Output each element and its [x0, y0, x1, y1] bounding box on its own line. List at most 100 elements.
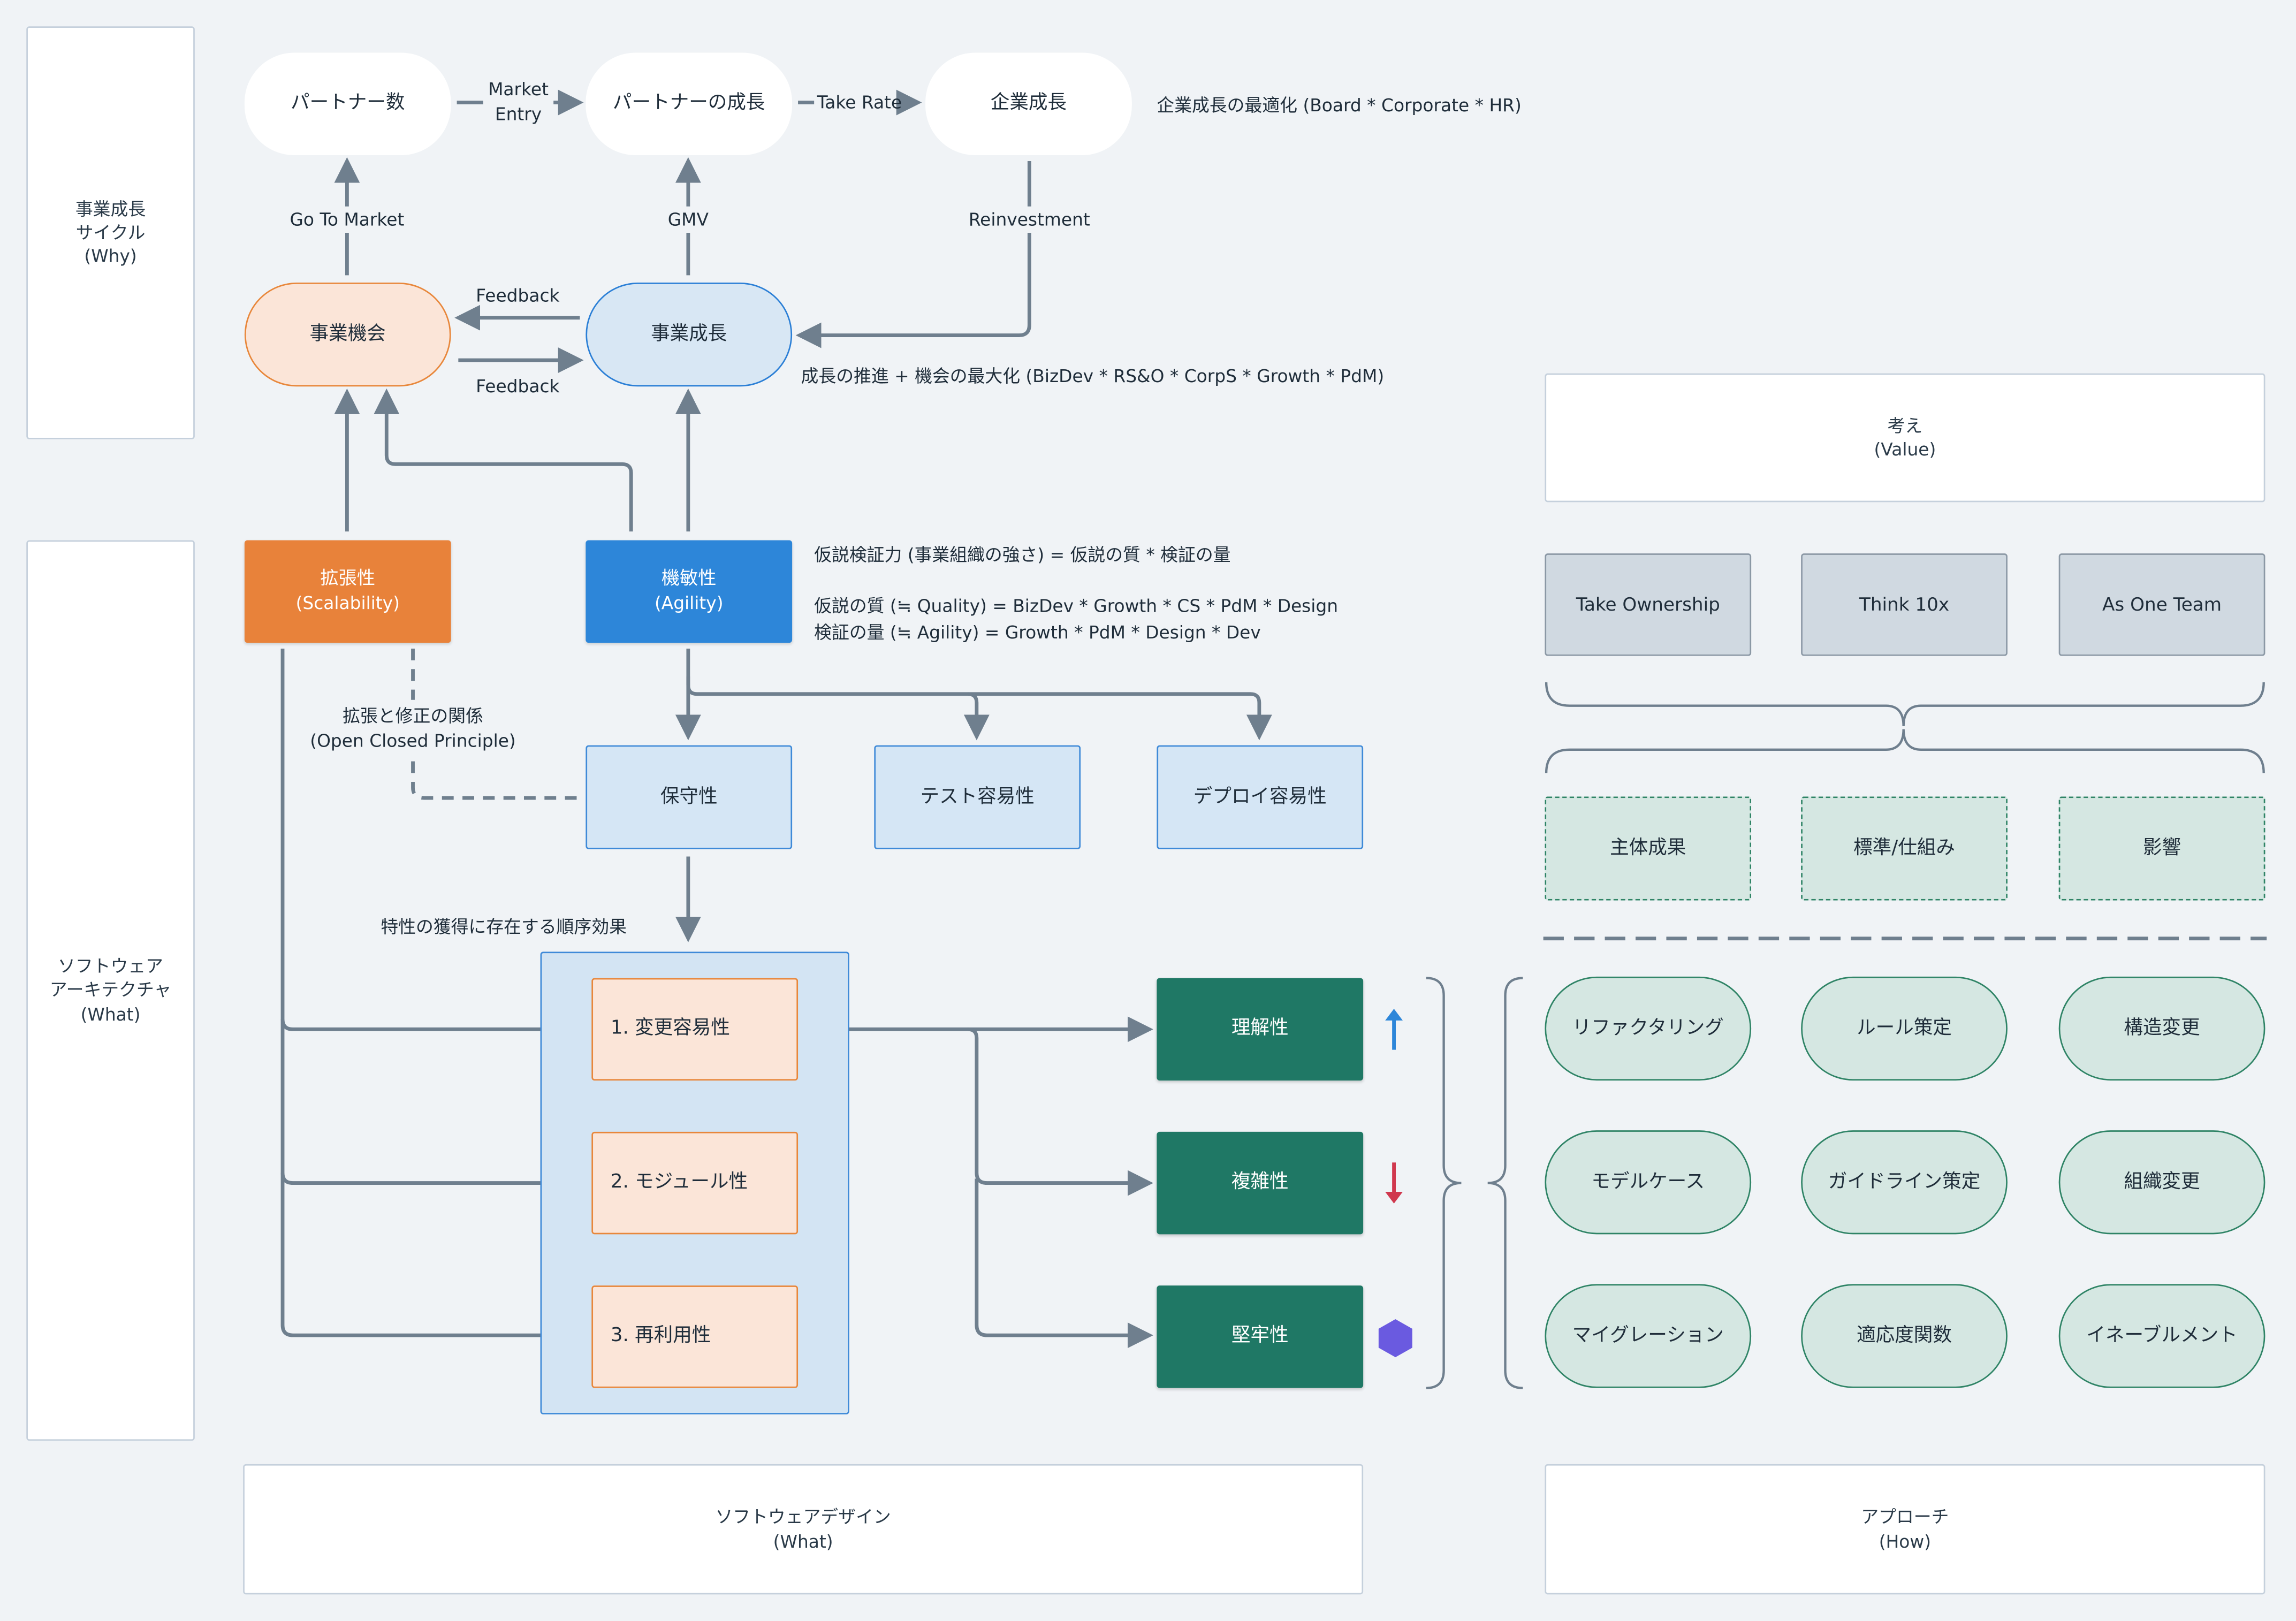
testability-label: テスト容易性 [920, 786, 1035, 808]
maintainability-label: 保守性 [660, 786, 718, 808]
outcome-impact-label: 影響 [2142, 837, 2181, 859]
approach-fitness-function: 適応度関数 [1801, 1284, 2008, 1388]
reusability-label: 3. 再利用性 [610, 1325, 711, 1348]
go-to-market-label: Go To Market [290, 209, 405, 230]
value-think-10x: Think 10x [1801, 553, 2008, 656]
testability-node: テスト容易性 [874, 745, 1081, 849]
outcome-impact: 影響 [2058, 796, 2265, 901]
changeability-label: 1. 変更容易性 [610, 1018, 730, 1040]
complexity-node: 複雑性 [1157, 1131, 1364, 1235]
approach-label: モデルケース [1591, 1170, 1705, 1193]
approach-label: 適応度関数 [1857, 1325, 1952, 1347]
why-tag: (Why) [84, 246, 137, 267]
understandability-label: 理解性 [1231, 1018, 1289, 1040]
company-growth-node: 企業成長 [925, 52, 1132, 156]
approach-label: 組織変更 [2124, 1170, 2200, 1193]
hypothesis-line-1: 仮説検証力 (事業組織の強さ) = 仮説の質 * 検証の量 [814, 544, 1231, 566]
approach-model-case: モデルケース [1545, 1130, 1752, 1235]
scalability-label: 拡張性 [320, 567, 376, 590]
arrow-down-icon [1385, 1162, 1403, 1204]
value-title: 考え [1887, 415, 1923, 436]
order-effect-label: 特性の獲得に存在する順序効果 [381, 916, 627, 937]
value-frame: 考え (Value) [1545, 373, 2265, 503]
robustness-node: 堅牢性 [1157, 1285, 1364, 1388]
feedback-bottom-label: Feedback [476, 376, 560, 397]
value-tag: (Value) [1874, 439, 1936, 460]
partner-growth-node: パートナーの成長 [586, 52, 793, 156]
hexagon-icon [1378, 1319, 1412, 1358]
arrow-up-icon [1385, 1009, 1403, 1050]
hypothesis-line-2: 仮説の質 (≒ Quality) = BizDev * Growth * CS … [814, 596, 1339, 617]
gmv-label: GMV [667, 209, 709, 230]
approach-label: ガイドライン策定 [1828, 1170, 1981, 1193]
why-subtitle: サイクル [75, 222, 146, 243]
reinvestment-label: Reinvestment [968, 209, 1090, 230]
architecture-frame: ソフトウェア アーキテクチャ (What) [26, 540, 195, 1441]
value-as-one-team: As One Team [2058, 553, 2265, 656]
architecture-tag: (What) [80, 1003, 141, 1025]
partner-count-node: パートナー数 [244, 52, 451, 156]
approach-enablement: イネーブルメント [2058, 1284, 2265, 1388]
architecture-title: ソフトウェア [58, 956, 164, 977]
hypothesis-line-3: 検証の量 (≒ Agility) = Growth * PdM * Design… [814, 622, 1261, 643]
agility-label: 機敏性 [661, 567, 717, 590]
outcome-standards-label: 標準/仕組み [1853, 837, 1955, 859]
approach-org-change: 組織変更 [2058, 1130, 2265, 1235]
value-take-ownership-label: Take Ownership [1576, 592, 1720, 614]
approach-frame: アプローチ (How) [1545, 1464, 2265, 1595]
reusability-node: 3. 再利用性 [591, 1285, 799, 1388]
outcome-standards: 標準/仕組み [1801, 796, 2008, 901]
approach-rule-making: ルール策定 [1801, 976, 2008, 1081]
value-think-10x-label: Think 10x [1859, 592, 1950, 614]
business-opportunity-node: 事業機会 [244, 283, 451, 387]
business-opportunity-label: 事業機会 [309, 323, 386, 345]
modularity-node: 2. モジュール性 [591, 1131, 799, 1235]
architecture-subtitle: アーキテクチャ [49, 980, 172, 1001]
business-growth-label: 事業成長 [651, 323, 727, 345]
approach-title: アプローチ [1861, 1507, 1949, 1528]
changeability-node: 1. 変更容易性 [591, 978, 799, 1081]
outcome-ownership: 主体成果 [1545, 796, 1752, 901]
approach-label: ルール策定 [1857, 1017, 1952, 1039]
partner-growth-label: パートナーの成長 [612, 92, 765, 115]
outcome-ownership-label: 主体成果 [1610, 837, 1686, 859]
why-frame: 事業成長 サイクル (Why) [26, 26, 195, 439]
company-growth-note: 企業成長の最適化 (Board * Corporate * HR) [1157, 95, 1522, 116]
company-growth-label: 企業成長 [990, 92, 1067, 115]
deployability-node: デプロイ容易性 [1157, 745, 1364, 849]
approach-label: リファクタリング [1572, 1017, 1724, 1039]
approach-refactoring: リファクタリング [1545, 976, 1752, 1081]
approach-label: マイグレーション [1572, 1325, 1724, 1347]
robustness-label: 堅牢性 [1231, 1325, 1289, 1348]
why-title: 事業成長 [75, 199, 146, 219]
software-design-frame: ソフトウェアデザイン (What) [243, 1464, 1364, 1595]
approach-migration: マイグレーション [1545, 1284, 1752, 1388]
agility-node: 機敏性 (Agility) [586, 540, 793, 643]
scalability-subtitle: (Scalability) [295, 593, 400, 614]
software-design-tag: (What) [773, 1531, 833, 1551]
deployability-label: デプロイ容易性 [1193, 786, 1327, 808]
approach-guidelines: ガイドライン策定 [1801, 1130, 2008, 1235]
scalability-node: 拡張性 (Scalability) [244, 540, 451, 643]
take-rate-label: Take Rate [817, 92, 902, 113]
software-design-title: ソフトウェアデザイン [715, 1507, 891, 1528]
ocp-label: 拡張と修正の関係(Open Closed Principle) [310, 705, 516, 752]
business-growth-node: 事業成長 [586, 283, 793, 387]
value-as-one-team-label: As One Team [2102, 592, 2222, 614]
growth-note: 成長の推進 + 機会の最大化 (BizDev * RS&O * CorpS * … [801, 366, 1385, 387]
complexity-label: 複雑性 [1231, 1171, 1289, 1194]
understandability-node: 理解性 [1157, 978, 1364, 1081]
approach-tag: (How) [1879, 1531, 1932, 1551]
agility-subtitle: (Agility) [654, 593, 724, 614]
maintainability-node: 保守性 [586, 745, 793, 849]
feedback-top-label: Feedback [476, 285, 560, 306]
approach-label: 構造変更 [2124, 1017, 2200, 1039]
approach-label: イネーブルメント [2086, 1325, 2238, 1347]
partner-count-label: パートナー数 [291, 92, 405, 115]
modularity-label: 2. モジュール性 [610, 1171, 748, 1194]
approach-structural-change: 構造変更 [2058, 976, 2265, 1081]
value-take-ownership: Take Ownership [1545, 553, 1752, 656]
